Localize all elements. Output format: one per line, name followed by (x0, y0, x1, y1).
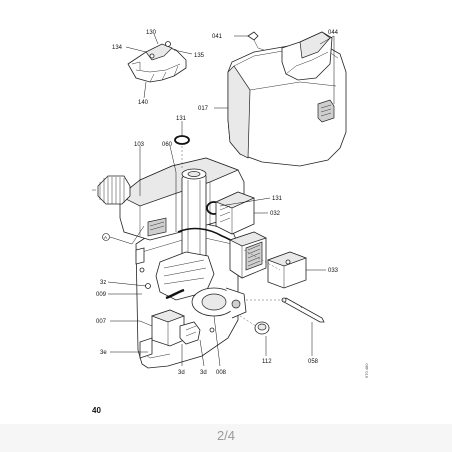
diagram-sheet: 041 044 130 134 135 140 017 131 103 060 … (92, 30, 369, 415)
page-indicator-bar: 2/4 (0, 424, 452, 452)
label-131-top: 131 (176, 116, 187, 122)
label-3d-left: 3d (178, 370, 185, 376)
label-140: 140 (138, 100, 149, 106)
label-032: 032 (270, 211, 281, 217)
clip-bracket-part (127, 41, 187, 83)
label-a: A (104, 235, 107, 240)
side-code: 670 480 (364, 363, 369, 378)
label-007: 007 (96, 319, 107, 325)
label-135: 135 (194, 53, 205, 59)
housing-cover-part (227, 31, 347, 167)
label-058: 058 (308, 359, 319, 365)
label-103: 103 (134, 142, 145, 148)
label-041: 041 (212, 34, 223, 40)
label-3e: 3e (100, 350, 107, 356)
leader-lines (107, 33, 335, 367)
marker-a (102, 233, 110, 241)
connector-block-part (229, 231, 267, 279)
label-131-mid: 131 (272, 196, 283, 202)
label-134: 134 (112, 45, 123, 51)
cap-112-part (254, 321, 270, 335)
rod-058-part (281, 297, 325, 323)
part-labels: 041 044 130 134 135 140 017 131 103 060 … (96, 30, 339, 376)
label-044: 044 (328, 30, 339, 36)
ignition-unit-part (215, 191, 255, 235)
assembly-lines (181, 146, 284, 327)
label-033: 033 (328, 268, 339, 274)
label-009: 009 (96, 292, 107, 298)
label-060: 060 (162, 142, 173, 148)
label-017: 017 (198, 106, 209, 112)
label-3d-right: 3d (200, 370, 207, 376)
page-indicator: 2/4 (216, 428, 236, 443)
cover-033-part (266, 251, 308, 289)
page-number: 40 (92, 406, 101, 415)
label-008: 008 (216, 370, 227, 376)
label-130: 130 (146, 30, 157, 36)
burner-body-part (92, 157, 247, 369)
label-3z: 3z (100, 280, 106, 286)
exploded-parts-diagram: 041 044 130 134 135 140 017 131 103 060 … (92, 30, 347, 376)
label-112: 112 (262, 359, 272, 365)
